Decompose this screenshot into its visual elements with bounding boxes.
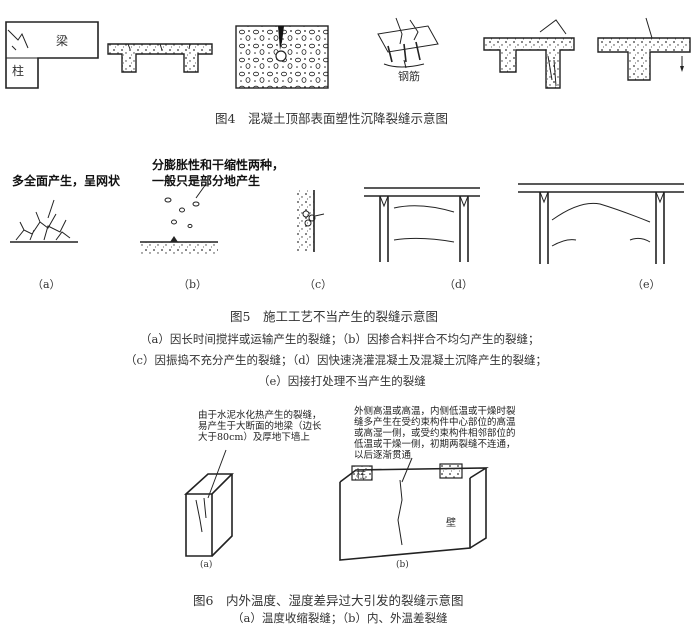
fig4-slab-section <box>107 43 213 73</box>
fig5-legend-line1: （a）因长时间搅拌或运输产生的裂缝；（b）因掺合料拌合不均匀产生的裂缝； <box>140 332 540 346</box>
fig4-beam-column-sketch <box>5 21 99 89</box>
fig6-label-a: (a) <box>200 560 213 570</box>
fig6-label-b: (b) <box>396 560 409 570</box>
fig5-caption: 图5 施工工艺不当产生的裂缝示意图 <box>230 309 438 324</box>
fig5-panel-e-drawing <box>518 183 684 264</box>
fig5-label-e: （e） <box>632 278 661 291</box>
fig5-legend-line3: （e）因接打处理不当产生的裂缝 <box>258 374 426 388</box>
fig6-column-label: 柱 <box>356 470 366 481</box>
fig6-panel-b-drawing <box>339 457 489 561</box>
fig4-joint-sketch <box>483 19 575 89</box>
fig4-column-label: 柱 <box>12 64 25 78</box>
fig5-label-d: （d） <box>444 278 474 291</box>
fig5-note-b-line2: 一般只是部分地产生 <box>152 174 261 188</box>
fig5-note-a: 多全面产生，呈网状 <box>12 174 121 188</box>
fig5-label-c: （c） <box>304 278 333 291</box>
fig6-caption: 图6 内外温度、湿度差异过大引发的裂缝示意图 <box>193 593 464 608</box>
fig6-note-b: 外侧高温或高温，内侧低温或干燥时裂缝多产生在受约束构件中心部位的高温或高湿一侧，… <box>354 406 516 461</box>
fig4-beam-label: 梁 <box>56 34 69 48</box>
fig5-legend-line2: （c）因振捣不充分产生的裂缝；（d）因快速浇灌混凝土及混凝土沉降产生的裂缝； <box>125 353 548 367</box>
fig5-panel-a-drawing <box>10 199 78 243</box>
fig4-t-section <box>597 17 691 81</box>
fig6-wall-label: 壁 <box>446 518 456 529</box>
fig5-panel-c-drawing <box>296 190 325 252</box>
fig5-panel-b-drawing <box>140 183 218 254</box>
fig4-rebar-label: 钢筋 <box>398 70 420 83</box>
fig5-label-a: （a） <box>32 278 61 291</box>
fig5-note-b-line1: 分膨胀性和干缩性两种， <box>152 158 285 172</box>
fig5-label-b: （b） <box>178 278 208 291</box>
fig6-note-a: 由于水泥水化热产生的裂缝，易产生于大断面的地梁（边长大于80cm）及厚地下墙上 <box>198 410 322 443</box>
fig6-panel-a-drawing <box>183 449 234 557</box>
fig5-panel-d-drawing <box>364 187 480 262</box>
fig4-concrete-block <box>235 25 329 89</box>
fig4-rebar-sketch <box>377 17 439 69</box>
fig4-caption: 图4 混凝土顶部表面塑性沉降裂缝示意图 <box>215 111 448 126</box>
fig6-legend: （a）温度收缩裂缝；（b）内、外温差裂缝 <box>232 611 448 625</box>
